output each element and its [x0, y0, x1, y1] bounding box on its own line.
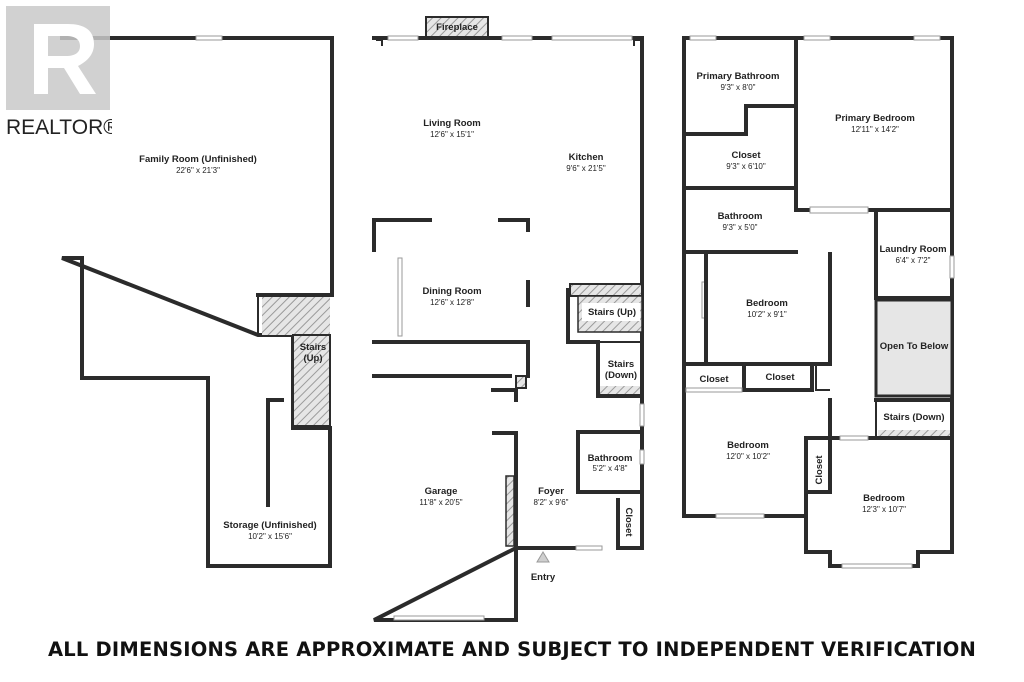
foyer-dim: 8'2" x 9'6": [534, 498, 569, 507]
bedroom3-door-opening: [839, 435, 869, 441]
laundry-wall: [874, 208, 954, 300]
laundry-room-dim: 6'4" x 7'2": [896, 256, 931, 265]
bedroom3-window: [841, 563, 913, 569]
bedroom2-right-wall: [804, 398, 832, 518]
storage-dim: 10'2" x 15'6": [248, 532, 292, 541]
primary-door-opening: [809, 206, 869, 214]
stairs-down-treads: [600, 386, 640, 394]
realtor-r-glyph: [34, 24, 96, 94]
bedroom1-wall: [704, 250, 832, 366]
basement-plan: Family Room (Unfinished) 22'6" x 21'3" S…: [60, 35, 334, 568]
laundry-room-label: Laundry Room: [879, 244, 946, 255]
entry-label: Entry: [531, 572, 556, 583]
basement-window: [195, 35, 223, 41]
upper-window-2: [803, 35, 831, 41]
entry-sidelight: [575, 545, 603, 551]
upper-bathroom-dim: 9'3" x 5'0": [723, 223, 758, 232]
closet-left-label: Closet: [699, 374, 729, 385]
main-stairs-up-label-bg: [582, 303, 640, 321]
main-corner-detail-left: [376, 39, 383, 46]
closet-vertical-wall: [804, 436, 832, 494]
bedroom1-label: Bedroom: [746, 298, 788, 309]
bedroom2-dim: 12'0" x 10'2": [726, 452, 770, 461]
dining-room-label: Dining Room: [422, 286, 481, 297]
main-bathroom-label: Bathroom: [588, 453, 633, 464]
storage-label: Storage (Unfinished): [223, 520, 316, 531]
basement-stairs: [292, 334, 331, 427]
fireplace-label: Fireplace: [436, 22, 478, 33]
bath-window: [639, 449, 645, 465]
upper-window-1: [689, 35, 717, 41]
foyer-label: Foyer: [538, 486, 564, 497]
upper-stairs-down-label: Stairs (Down): [883, 412, 944, 423]
entry-arrow-icon: [536, 551, 550, 563]
garage-label: Garage: [425, 486, 458, 497]
kitchen-label: Kitchen: [569, 152, 604, 163]
upper-window-3: [913, 35, 941, 41]
disclaimer-text: ALL DIMENSIONS ARE APPROXIMATE AND SUBJE…: [47, 638, 977, 661]
main-stairs-down-label-1: Stairs: [608, 359, 634, 370]
upper-floor-plan: Primary Bathroom 9'3" x 8'0" Primary Bed…: [682, 35, 955, 569]
dining-room-dim: 12'6" x 12'8": [430, 298, 474, 307]
main-window-3: [551, 35, 633, 41]
garage-dim: 11'8" x 20'5": [419, 498, 462, 507]
main-window-2: [501, 35, 533, 41]
main-bathroom-dim: 5'2" x 4'8": [593, 464, 628, 473]
primary-bedroom-label: Primary Bedroom: [835, 113, 915, 124]
garage-step: [505, 475, 515, 547]
basement-stairs-landing: [262, 297, 330, 335]
bedroom2-closet-door: [685, 387, 743, 393]
bedroom3-label: Bedroom: [863, 493, 905, 504]
open-to-below-label: Open To Below: [880, 341, 949, 352]
closet-right-end: [815, 366, 830, 391]
living-room-dim: 12'6" x 15'1": [430, 130, 474, 139]
basement-stairs-label-1: Stairs: [300, 342, 326, 353]
main-floor-plan: Fireplace Stairs (Up) St: [372, 16, 645, 622]
upper-closet-dim: 9'3" x 6'10": [726, 162, 766, 171]
main-stairs-rail: [569, 283, 643, 297]
garage-door: [393, 615, 485, 621]
family-room-dim: 22'6" x 21'3": [176, 166, 220, 175]
kitchen-dim: 9'6" x 21'5": [566, 164, 606, 173]
realtor-wordmark: REALTOR®: [6, 116, 112, 139]
bedroom2-label: Bedroom: [727, 440, 769, 451]
bedroom2-window: [715, 513, 765, 519]
main-column: [515, 375, 527, 389]
laundry-window: [949, 255, 955, 279]
main-stairs-up-label: Stairs (Up): [588, 307, 636, 318]
realtor-logo: REALTOR®: [6, 6, 112, 139]
main-corner-detail-right: [633, 39, 640, 46]
primary-bathroom-dim: 9'3" x 8'0": [721, 83, 756, 92]
closet-vertical-label: Closet: [814, 455, 825, 485]
closet-right-wall: [746, 364, 814, 392]
main-stairs-down-label-2: (Down): [605, 370, 637, 381]
upper-closet-label: Closet: [731, 150, 761, 161]
open-to-below-area: [874, 298, 954, 398]
basement-stairs-label-2: (Up): [304, 353, 323, 364]
closet-right-label: Closet: [765, 372, 795, 383]
primary-bedroom-dim: 12'11" x 14'2": [851, 125, 899, 134]
main-window-1: [387, 35, 419, 41]
foyer-side-window: [639, 403, 645, 427]
dining-window: [397, 257, 403, 337]
upper-stairs-treads: [878, 430, 950, 438]
main-closet-label: Closet: [623, 507, 634, 537]
living-room-label: Living Room: [423, 118, 481, 129]
primary-bath-wall: [682, 104, 798, 136]
upper-bathroom-label: Bathroom: [718, 211, 763, 222]
family-room-label: Family Room (Unfinished): [139, 154, 257, 165]
primary-bathroom-label: Primary Bathroom: [697, 71, 780, 82]
main-bathroom-wall: [576, 430, 644, 494]
bedroom1-dim: 10'2" x 9'1": [747, 310, 787, 319]
bedroom3-dim: 12'3" x 10'7": [862, 505, 906, 514]
